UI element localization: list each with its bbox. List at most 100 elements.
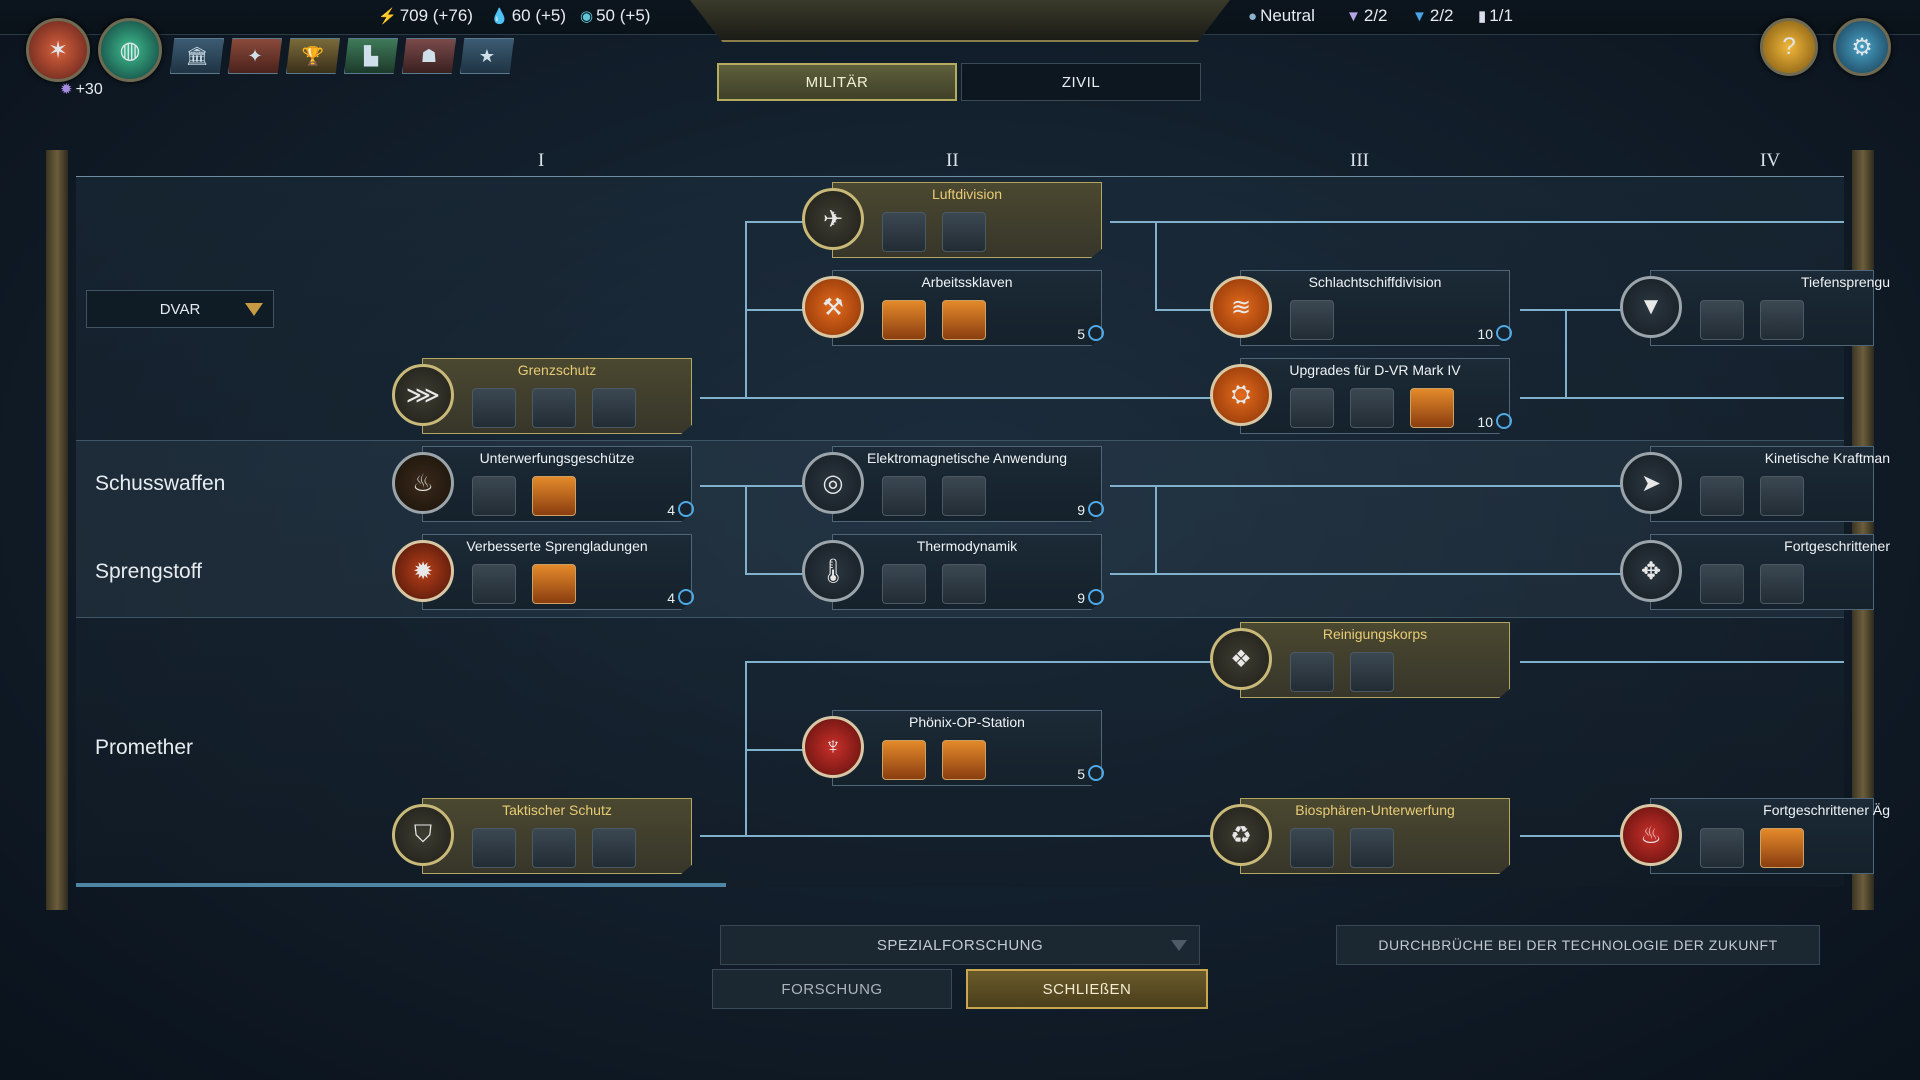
unit-icon <box>1700 564 1744 604</box>
research-cost: 9 <box>1077 589 1104 606</box>
node-title: Biosphären-Unterwerfung <box>1295 802 1455 818</box>
tier-label-1: I <box>538 150 545 171</box>
unit-icon <box>942 564 986 604</box>
tech-node-luftdivision[interactable]: Luftdivision ✈ <box>802 178 1112 258</box>
unit-icon <box>1700 828 1744 868</box>
unit-icon <box>1760 476 1804 516</box>
node-title: Unterwerfungsgeschütze <box>479 450 635 466</box>
future-tech-breakthroughs-button[interactable]: DURCHBRÜCHE BEI DER TECHNOLOGIE DER ZUKU… <box>1336 925 1820 965</box>
building-icon <box>882 300 926 340</box>
globe-icon[interactable]: ◍ <box>98 18 162 82</box>
aircraft-icon: ✈ <box>802 188 864 250</box>
waves-icon: ≋ <box>1210 276 1272 338</box>
faction-dropdown[interactable]: DVAR <box>86 290 274 328</box>
horizontal-scrollbar[interactable] <box>76 883 726 887</box>
node-title: Phönix-OP-Station <box>909 714 1025 730</box>
tier-label-3: III <box>1350 150 1369 171</box>
clock-icon <box>1088 765 1104 781</box>
clock-icon <box>1496 325 1512 341</box>
research-cost: 4 <box>667 589 694 606</box>
special-research-dropdown[interactable]: SPEZIALFORSCHUNG <box>720 925 1200 965</box>
node-title: Tiefensprengu <box>1801 274 1890 290</box>
unit-icon <box>1290 300 1334 340</box>
research-cost: 5 <box>1077 765 1104 782</box>
unit-icon <box>1350 828 1394 868</box>
unit-icon <box>1350 652 1394 692</box>
clock-icon <box>1496 413 1512 429</box>
clock-icon <box>1088 501 1104 517</box>
unit-icon <box>472 564 516 604</box>
tech-node-schlachtschiffdivision[interactable]: Schlachtschiffdivision ≋ 10 <box>1210 266 1520 346</box>
dropdown-arrow-icon <box>245 303 263 316</box>
tech-node-unterwerfungsgeschuetze[interactable]: Unterwerfungsgeschütze ♨ 4 <box>392 442 702 522</box>
barbed-wire-icon: ⋙ <box>392 364 454 426</box>
phoenix-icon: ♆ <box>802 716 864 778</box>
tab-civil[interactable]: ZIVIL <box>961 63 1201 101</box>
unit-icon <box>882 476 926 516</box>
research-cost: 10 <box>1477 325 1512 342</box>
trophy-icon[interactable]: 🏆 <box>286 38 340 74</box>
top-ornament <box>690 0 1230 42</box>
node-title: Upgrades für D-VR Mark IV <box>1289 362 1461 378</box>
mech-icon: ⛭ <box>1210 364 1272 426</box>
unit-icon <box>1760 828 1804 868</box>
unit-icon <box>1290 652 1334 692</box>
tech-node-phoenix-op-station[interactable]: Phönix-OP-Station ♆ 5 <box>802 706 1112 786</box>
unit-icon <box>1290 828 1334 868</box>
tech-node-verbesserte-sprengladungen[interactable]: Verbesserte Sprengladungen ✹ 4 <box>392 530 702 610</box>
tier-label-2: II <box>946 150 959 171</box>
recycle-icon: ♻ <box>1210 804 1272 866</box>
tech-node-grenzschutz[interactable]: Grenzschutz ⋙ <box>392 354 702 434</box>
energy-resource: ⚡709 (+76) <box>378 6 473 25</box>
thermometer-icon: 🌡 <box>802 540 864 602</box>
faction-emblem-icon[interactable]: ✶ <box>26 18 90 82</box>
clock-icon <box>678 589 694 605</box>
unit-icon <box>532 388 576 428</box>
drop-icon: 💧 <box>490 8 509 25</box>
tech-node-reinigungskorps[interactable]: Reinigungskorps ❖ <box>1210 618 1520 698</box>
help-icon[interactable]: ? <box>1760 18 1818 76</box>
tier-label-4: IV <box>1760 150 1781 171</box>
node-title: Fortgeschrittener <box>1784 538 1890 554</box>
unit-icon <box>592 828 636 868</box>
tech-node-upgrades-dvr[interactable]: Upgrades für D-VR Mark IV ⛭ 10 <box>1210 354 1520 434</box>
artillery-icon: ✥ <box>1620 540 1682 602</box>
tech-node-tiefensprengung[interactable]: Tiefensprengu ▼ <box>1620 266 1920 346</box>
tech-node-elektromagnetische-anwendung[interactable]: Elektromagnetische Anwendung ◎ 9 <box>802 442 1112 522</box>
winged-emblem-icon: ❖ <box>1210 628 1272 690</box>
tower-icon: ▮ <box>1478 8 1487 25</box>
tab-military[interactable]: MILITÄR <box>717 63 957 101</box>
tech-node-biosphaeren-unterwerfung[interactable]: Biosphären-Unterwerfung ♻ <box>1210 794 1520 874</box>
research-button[interactable]: FORSCHUNG <box>712 969 952 1009</box>
tech-node-arbeitssklaven[interactable]: Arbeitssklaven ⚒ 5 <box>802 266 1112 346</box>
tech-node-thermodynamik[interactable]: Thermodynamik 🌡 9 <box>802 530 1112 610</box>
unit-icon <box>1290 388 1334 428</box>
left-frame <box>46 150 68 910</box>
unit-icon <box>1760 564 1804 604</box>
unit-icon <box>1700 476 1744 516</box>
unit-icon <box>1700 300 1744 340</box>
bomb-icon: ▼ <box>1620 276 1682 338</box>
unit-icon <box>472 476 516 516</box>
unit-icon <box>1350 388 1394 428</box>
tech-node-taktischer-schutz[interactable]: Taktischer Schutz ⛉ <box>392 794 702 874</box>
clock-icon <box>678 501 694 517</box>
research-cost: 4 <box>667 501 694 518</box>
unit-icon <box>882 564 926 604</box>
unit-icon <box>1410 388 1454 428</box>
tech-node-fortgeschrittener-2[interactable]: Fortgeschrittener Äg ♨ <box>1620 794 1920 874</box>
unit-icon <box>532 564 576 604</box>
close-button[interactable]: SCHLIEßEN <box>966 969 1208 1009</box>
unit-icon <box>942 212 986 252</box>
node-title: Reinigungskorps <box>1322 626 1428 642</box>
slot-count-a: ▼2/2 <box>1346 6 1388 25</box>
building-icon <box>942 740 986 780</box>
node-title: Thermodynamik <box>916 538 1018 554</box>
unit-icon <box>882 212 926 252</box>
tech-node-kinetische-kraft[interactable]: Kinetische Kraftman ➤ <box>1620 442 1920 522</box>
settings-gear-icon[interactable]: ⚙ <box>1833 18 1891 76</box>
unit-icon <box>532 828 576 868</box>
node-title: Kinetische Kraftman <box>1764 450 1890 466</box>
tech-node-fortgeschrittener-1[interactable]: Fortgeschrittener ✥ <box>1620 530 1920 610</box>
